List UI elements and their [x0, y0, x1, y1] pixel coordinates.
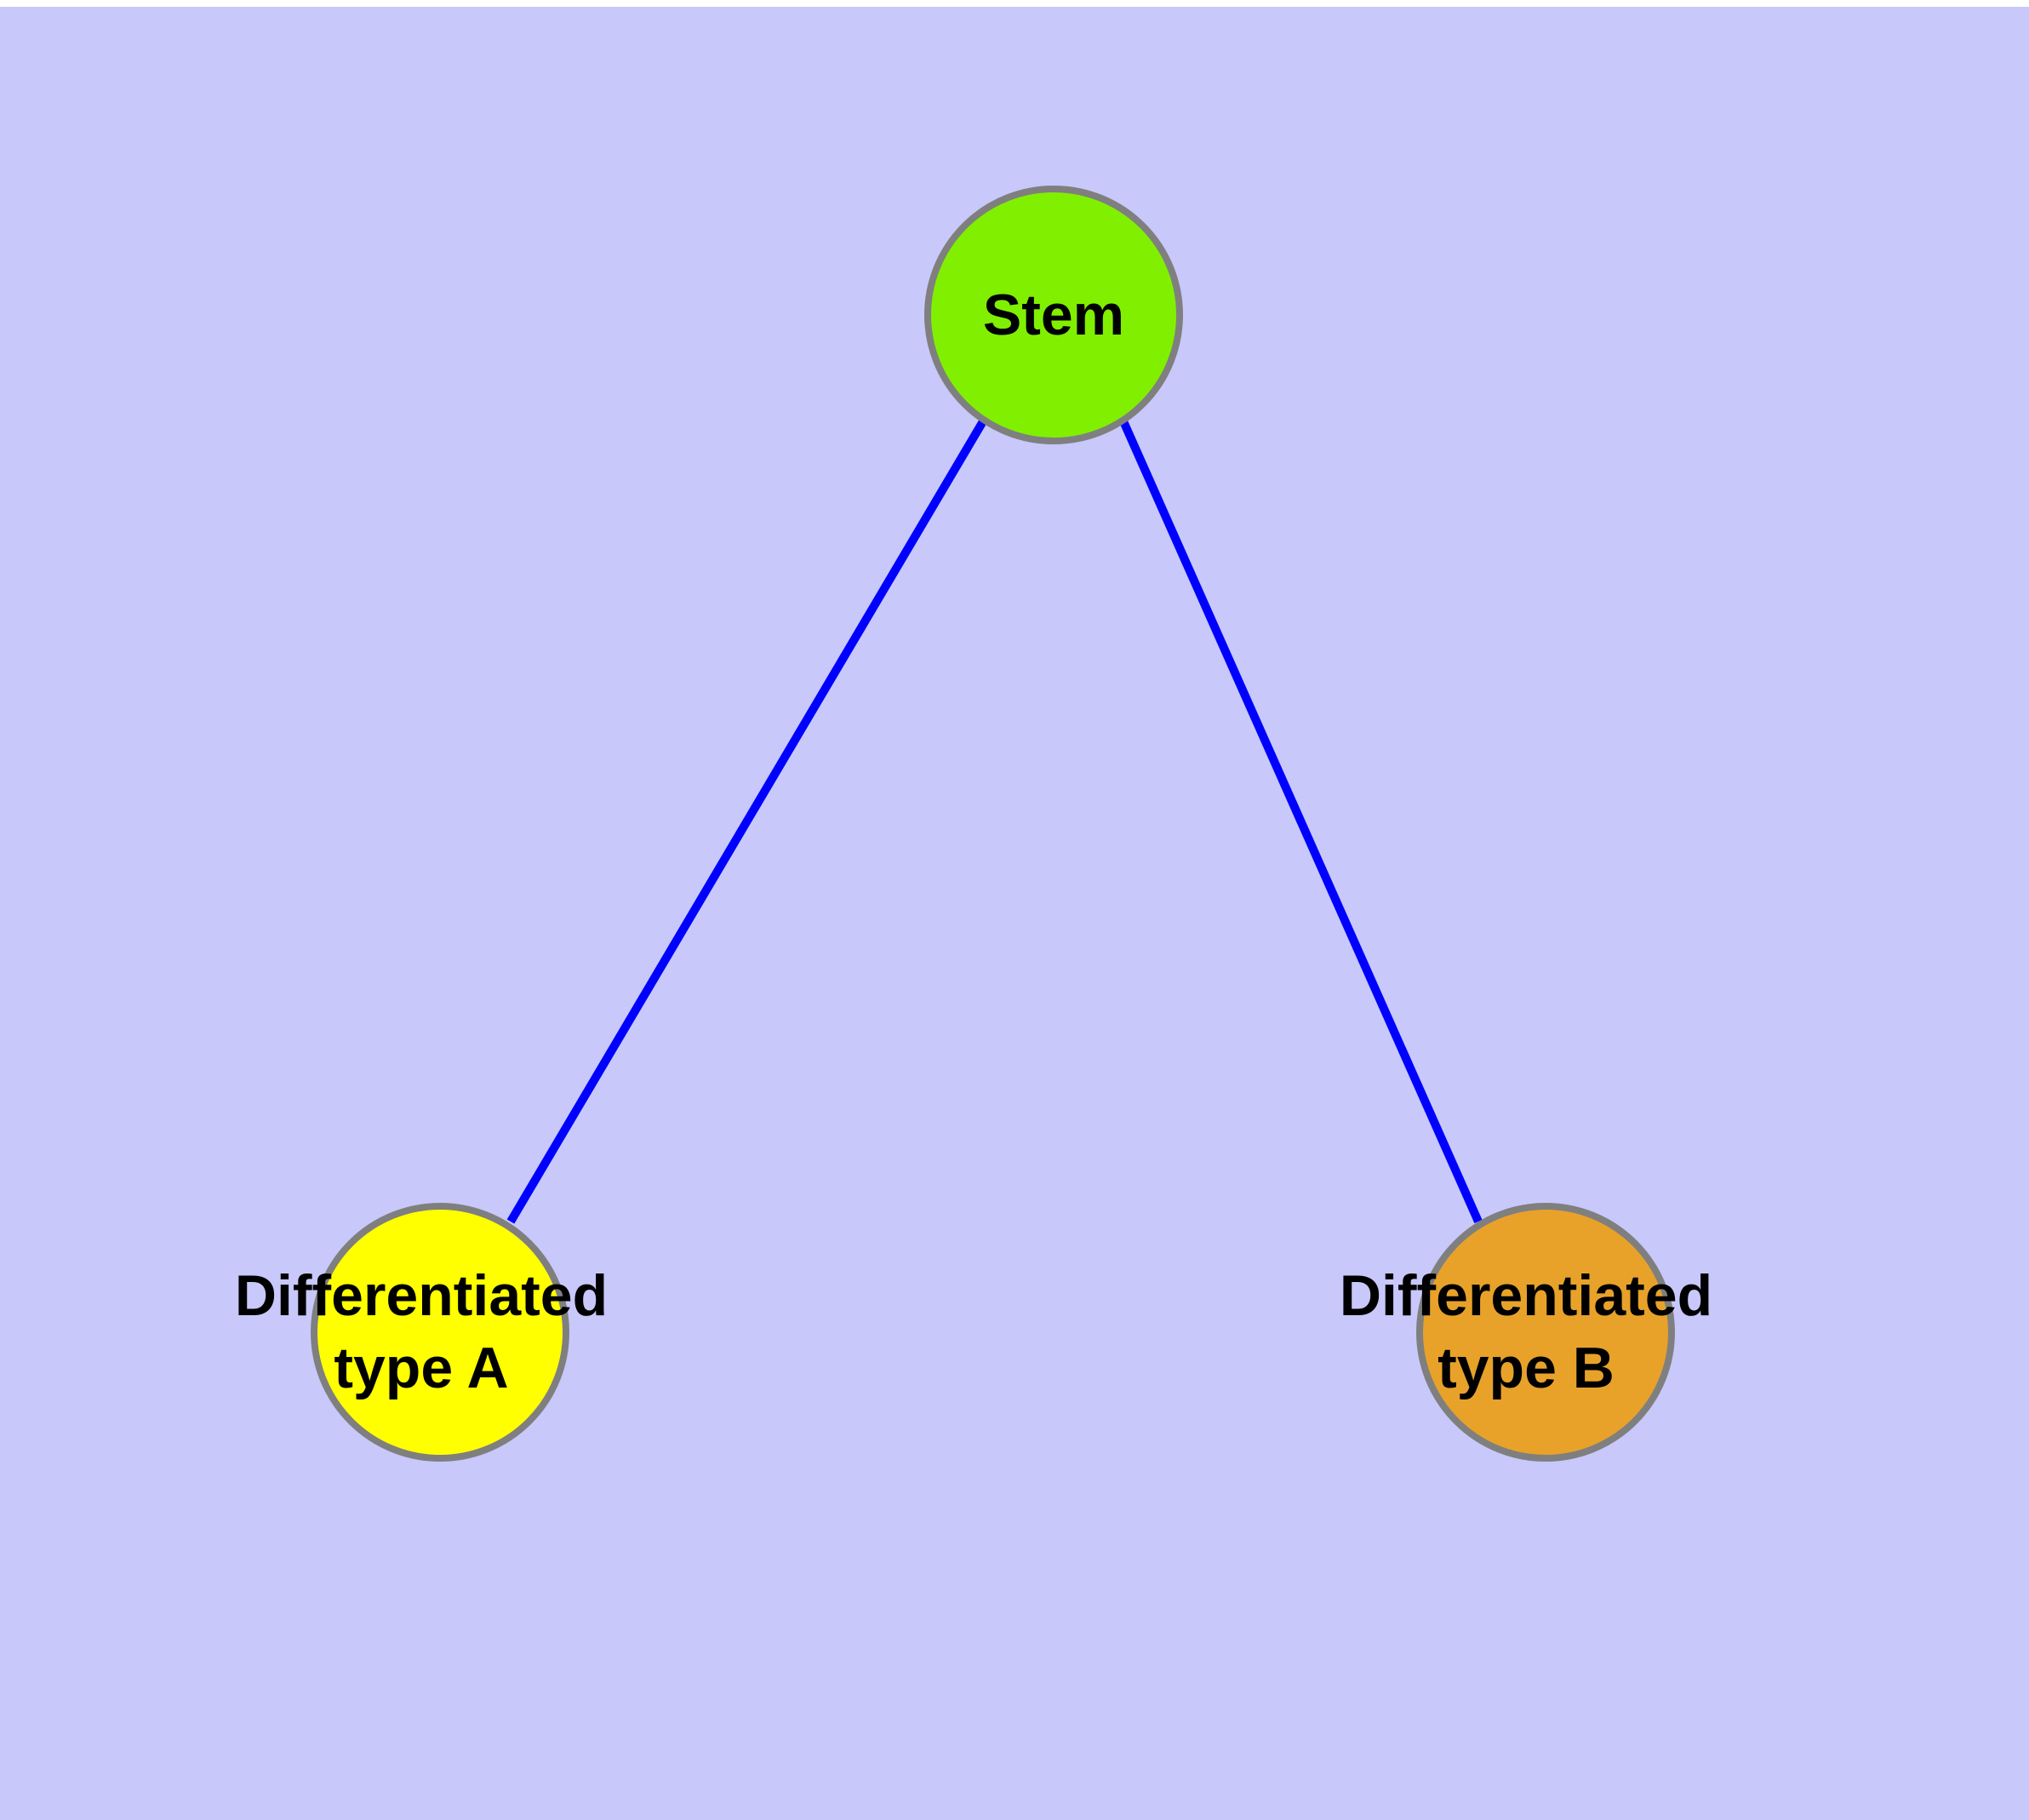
- edge-stem-to-diff-a[interactable]: [506, 419, 987, 1224]
- node-diff-b-label-line1: Differentiated: [1340, 1263, 1712, 1328]
- node-diff-b[interactable]: [1416, 1203, 1675, 1462]
- top-white-margin: [0, 0, 2029, 7]
- node-diff-a-label-line1: Differentiated: [235, 1263, 608, 1328]
- node-stem-label: Stem: [983, 283, 1124, 347]
- node-diff-a-label-line2: type A: [334, 1336, 508, 1400]
- node-diff-b-label-line2: type B: [1437, 1336, 1615, 1400]
- label-layer: Differentiated type A Differentiated typ…: [235, 1263, 1712, 1400]
- node-stem[interactable]: Stem: [924, 186, 1183, 444]
- node-layer: Stem: [311, 186, 1675, 1462]
- node-diff-a[interactable]: [311, 1203, 569, 1462]
- node-stem-circle[interactable]: [924, 186, 1183, 444]
- edge-stem-to-diff-b[interactable]: [1119, 419, 1483, 1224]
- node-diff-a-circle[interactable]: [311, 1203, 569, 1462]
- node-diff-b-circle[interactable]: [1416, 1203, 1675, 1462]
- edge-layer: [506, 419, 1483, 1224]
